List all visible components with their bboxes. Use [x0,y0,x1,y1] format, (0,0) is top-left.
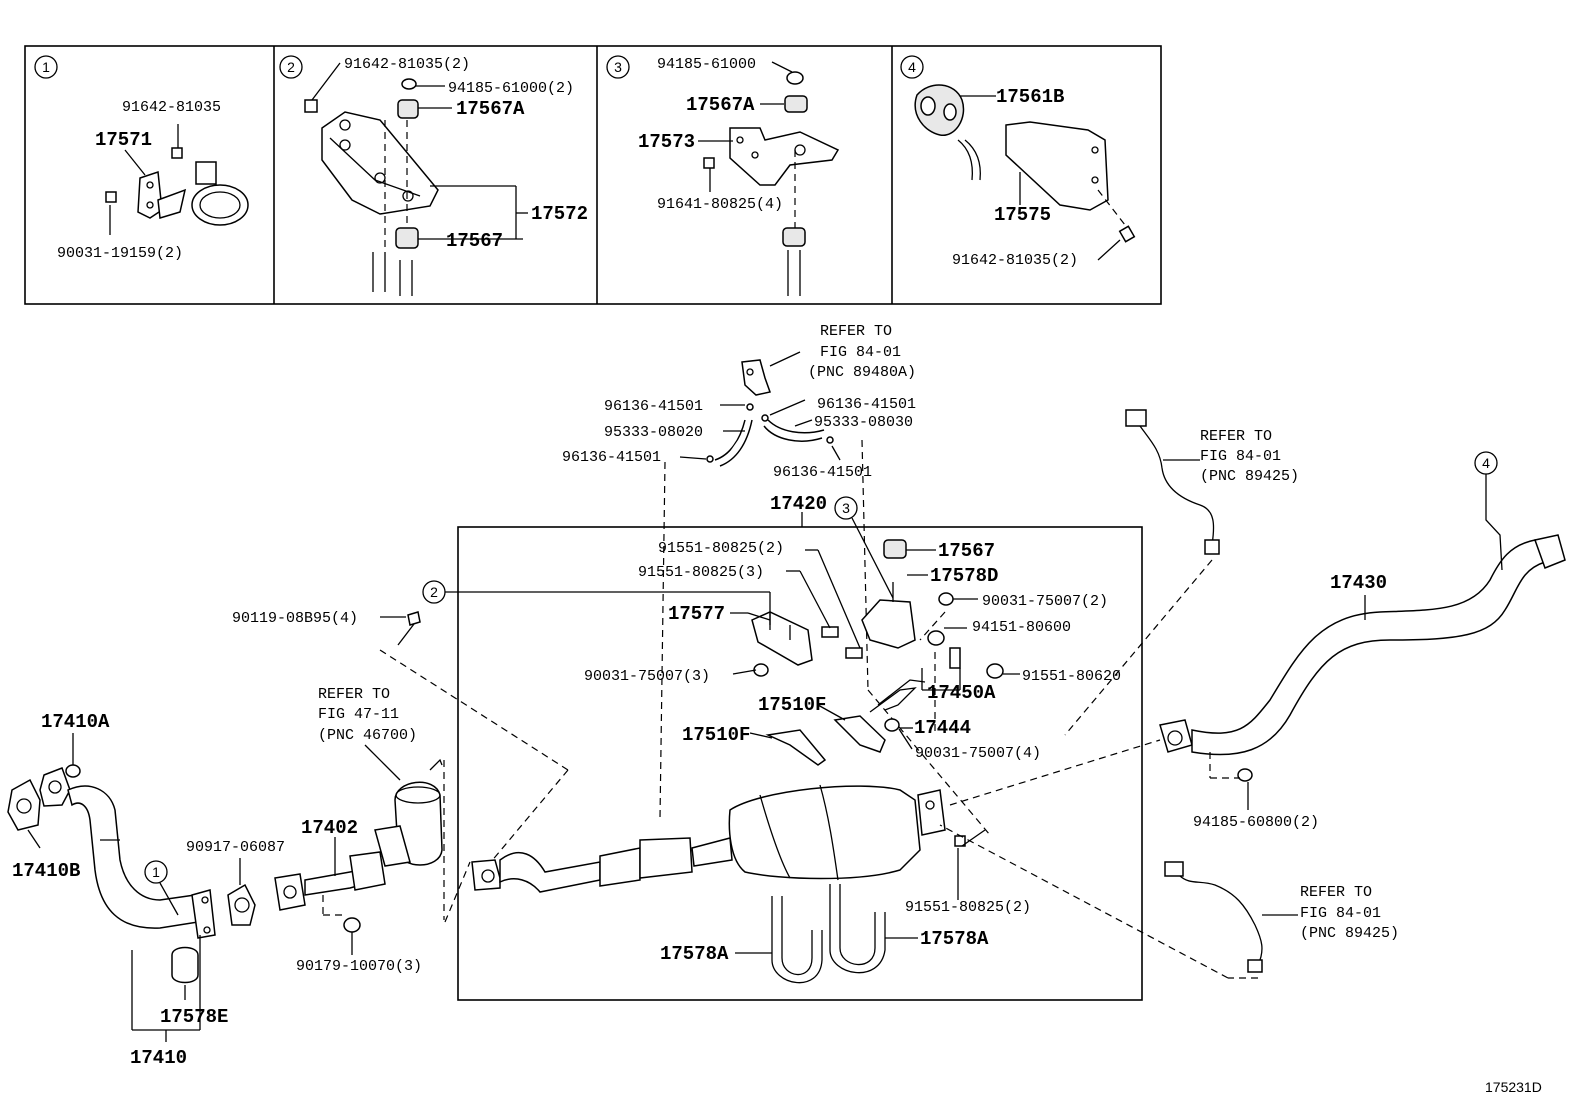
label-17578E: 17578E [160,1006,228,1028]
label-17410B: 17410B [12,860,80,882]
label-17420: 17420 [770,493,827,515]
refer-top-line3: (PNC 89480A) [808,364,916,381]
label-17450A: 17450A [927,682,996,704]
label-17567: 17567 [938,540,995,562]
svg-text:1: 1 [42,59,50,75]
refer-br-line1: REFER TO [1300,884,1372,901]
label-17578A-b: 17578A [920,928,989,950]
label-17410: 17410 [130,1047,187,1069]
pipe-17402 [274,837,386,955]
label-94185-61000-i3: 94185-61000 [657,56,756,73]
label-91641-80825: 91641-80825(4) [657,196,783,213]
label-17578A-a: 17578A [660,943,729,965]
callout-3: 3 [834,496,894,599]
refer-top-line2: FIG 84-01 [820,344,901,361]
label-96136-41501-c: 96136-41501 [562,449,661,466]
refer-left-line1: REFER TO [318,686,390,703]
label-94151-80600: 94151-80600 [972,619,1071,636]
label-91551-80825-2: 91551-80825(2) [658,540,784,557]
inset-1-parts [105,124,249,235]
oxygen-sensor-bottom-right [939,824,1298,979]
oxygen-sensor-right [1064,409,1220,736]
label-90031-75007-2: 90031-75007(2) [982,593,1108,610]
gasket-90917 [227,858,256,926]
refer-right-line3: (PNC 89425) [1200,468,1299,485]
svg-text:4: 4 [908,59,916,75]
label-91551-80825-2b: 91551-80825(2) [905,899,1031,916]
u-clamps-17578A [735,884,918,984]
refer-right-line1: REFER TO [1200,428,1272,445]
label-17578D: 17578D [930,565,998,587]
svg-text:4: 4 [1482,455,1490,471]
label-94185-61000-i2: 94185-61000(2) [448,80,574,97]
front-pipe-17410 [7,733,216,1042]
assembly-brackets [730,539,1020,766]
svg-text:3: 3 [842,500,850,516]
refer-right-line2: FIG 84-01 [1200,448,1281,465]
catalytic-converter [471,784,986,900]
label-91642-81035-i1: 91642-81035 [122,99,221,116]
label-95333-08030: 95333-08030 [814,414,913,431]
label-91551-80825-3: 91551-80825(3) [638,564,764,581]
main-diagram: REFER TO FIG 84-01 (PNC 89480A) 96136-41… [7,323,1566,1069]
label-91551-80620: 91551-80620 [1022,668,1121,685]
label-17571: 17571 [95,129,152,151]
label-17510F-b: 17510F [682,724,750,746]
label-17402: 17402 [301,817,358,839]
label-95333-08020: 95333-08020 [604,424,703,441]
label-17567A-i3: 17567A [686,94,755,116]
label-96136-41501-b: 96136-41501 [817,396,916,413]
label-90031-19159: 90031-19159(2) [57,245,183,262]
label-17410A: 17410A [41,711,110,733]
label-17430: 17430 [1330,572,1387,594]
label-17567A-i2: 17567A [456,98,525,120]
inset-number-3: 3 [606,55,630,79]
refer-br-line3: (PNC 89425) [1300,925,1399,942]
callout-4: 4 [1474,451,1498,475]
label-90179-10070: 90179-10070(3) [296,958,422,975]
tail-pipe-17430 [949,474,1566,810]
label-17577: 17577 [668,603,725,625]
label-17561B: 17561B [996,86,1064,108]
bolt-90119 [379,611,569,923]
label-17510F-a: 17510F [758,694,826,716]
svg-text:2: 2 [287,59,295,75]
inset-4-parts [914,84,1136,261]
svg-text:1: 1 [152,864,160,880]
label-17575: 17575 [994,204,1051,226]
svg-text:2: 2 [430,584,438,600]
label-90031-75007-3: 90031-75007(3) [584,668,710,685]
label-17567-i2: 17567 [446,230,503,252]
assembly-17420-frame [457,526,1143,1001]
label-91642-81035-i2: 91642-81035(2) [344,56,470,73]
air-fuel-sensor-top [679,351,841,467]
inset-2-parts [304,62,528,296]
label-17444: 17444 [914,717,971,739]
label-94185-60800: 94185-60800(2) [1193,814,1319,831]
label-17572: 17572 [531,203,588,225]
refer-left-line2: FIG 47-11 [318,706,399,723]
refer-top-line1: REFER TO [820,323,892,340]
label-96136-41501-d: 96136-41501 [773,464,872,481]
label-90917-06087: 90917-06087 [186,839,285,856]
callout-1: 1 [144,860,179,916]
svg-text:3: 3 [614,59,622,75]
inset-3-parts [698,61,840,296]
label-91642-81035-i4: 91642-81035(2) [952,252,1078,269]
refer-left-line3: (PNC 46700) [318,727,417,744]
label-17573: 17573 [638,131,695,153]
label-90031-75007-4: 90031-75007(4) [915,745,1041,762]
inset-number-1: 1 [34,55,58,79]
inset-panel: 1 2 3 4 91642-81035 [24,45,1162,305]
figure-id: 175231D [1485,1079,1542,1095]
inset-number-4: 4 [900,55,924,79]
fuel-filter-46700 [364,744,445,920]
label-90119-08B95: 90119-08B95(4) [232,610,358,627]
label-96136-41501-a: 96136-41501 [604,398,703,415]
inset-number-2: 2 [279,55,303,79]
callout-2: 2 [422,580,771,625]
refer-br-line2: FIG 84-01 [1300,905,1381,922]
